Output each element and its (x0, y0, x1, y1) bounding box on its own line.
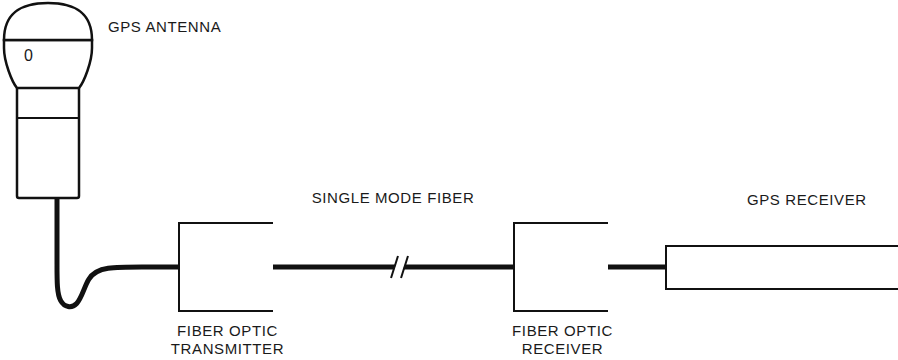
break-gap (392, 257, 407, 277)
gps-antenna: GPS ANTENNA (0, 0, 100, 200)
component-label: GPS ANTENNA (108, 18, 268, 36)
break-stroke (401, 256, 408, 278)
antenna-illustration (0, 0, 100, 200)
rf-cable (608, 265, 665, 270)
antenna-housing (4, 40, 92, 88)
component-label: FIBER OPTIC TRANSMITTER (155, 322, 300, 358)
mast-joint (17, 117, 79, 119)
component-label: GPS RECEIVER (747, 191, 898, 209)
antenna-mark: 0 (24, 47, 34, 65)
transmitter-box: FIBER OPTIC TRANSMITTER (178, 222, 273, 312)
component-label: FIBER OPTIC RECEIVER (490, 322, 635, 358)
antenna-mast (17, 86, 79, 198)
receiver-box: FIBER OPTIC RECEIVER (513, 222, 608, 312)
coax-cable (57, 198, 178, 307)
break-stroke (391, 256, 398, 278)
gps-receiver-box: GPS RECEIVER (665, 245, 898, 290)
fiber-label: SINGLE MODE FIBER (312, 189, 475, 207)
antenna-dome (4, 3, 92, 40)
